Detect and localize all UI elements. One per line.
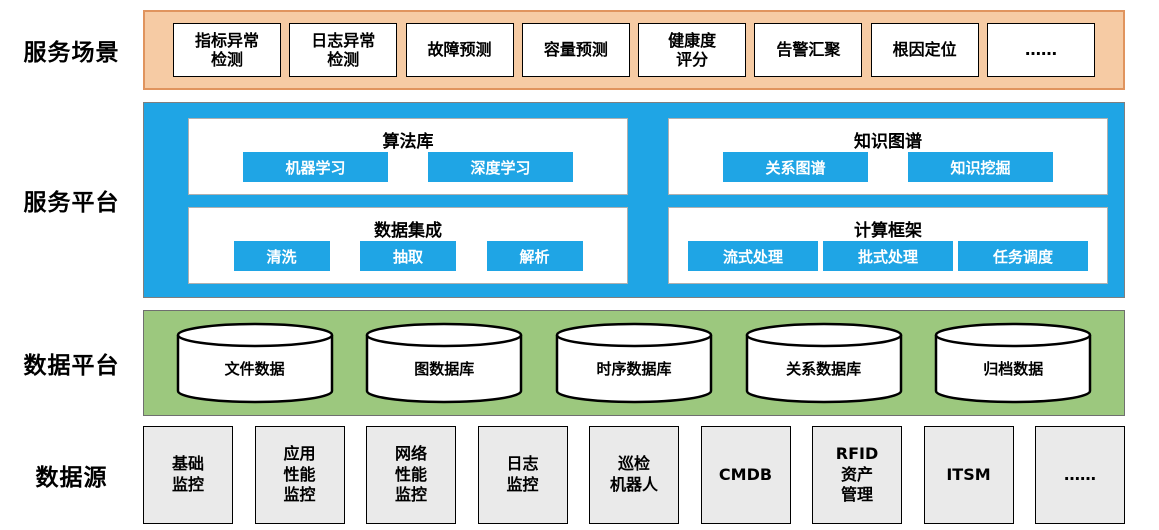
source-cmdb: CMDB [700,426,791,524]
panel-knowledge-graph: 知识图谱 关系图谱 知识挖掘 [668,118,1108,195]
platform-band: 算法库 机器学习 深度学习 知识图谱 关系图谱 知识挖掘 数据集成 清洗 抽取 [143,102,1125,298]
chip-task-scheduling: 任务调度 [958,241,1088,271]
scenario-alert-aggregation: 告警汇聚 [754,23,863,77]
database-relational-db: 关系数据库 [745,322,903,404]
chip-machine-learning: 机器学习 [243,152,388,182]
row-data-sources: 数据源 基础 监控 应用 性能 监控 网络 性能 监控 日志 监控 巡检 机器人… [0,426,1159,524]
panel-chips-data-integration: 清洗 抽取 解析 [203,241,613,271]
chip-deep-learning: 深度学习 [428,152,573,182]
panel-data-integration: 数据集成 清洗 抽取 解析 [188,207,628,284]
database-label: 图数据库 [414,360,475,378]
panel-chips-algorithm-library: 机器学习 深度学习 [203,152,613,182]
row-data-platform: 数据平台 文件数据 图数据库 [0,310,1159,416]
scenario-fault-prediction: 故障预测 [405,23,514,77]
row-label-scenarios: 服务场景 [23,40,120,66]
database-archive-data: 归档数据 [934,322,1092,404]
chip-relation-graph: 关系图谱 [723,152,868,182]
chip-extraction: 抽取 [360,241,456,271]
row-label-platform: 服务平台 [23,190,120,216]
source-rfid-asset-management: RFID 资产 管理 [812,426,902,524]
database-file-data: 文件数据 [176,322,334,404]
sources-strip: 基础 监控 应用 性能 监控 网络 性能 监控 日志 监控 巡检 机器人 CMD… [143,426,1125,524]
database-cylinder-icon [176,322,333,404]
data-platform-band: 文件数据 图数据库 时序数据库 [143,310,1125,416]
database-cylinder-icon [366,322,523,404]
database-label: 文件数据 [224,360,285,378]
scenario-log-anomaly-detection: 日志异常 检测 [289,23,398,77]
database-label: 归档数据 [983,360,1044,378]
panel-computing-framework: 计算框架 流式处理 批式处理 任务调度 [668,207,1108,284]
scenario-more-ellipsis: …… [986,23,1095,77]
source-more-ellipsis: …… [1035,426,1125,524]
row-label-data-platform: 数据平台 [23,353,120,379]
source-itsm: ITSM [923,426,1014,524]
database-graph-db: 图数据库 [365,322,523,404]
row-platform: 服务平台 算法库 机器学习 深度学习 知识图谱 关系图谱 知识挖掘 数据集成 [0,102,1159,298]
panel-chips-computing-framework: 流式处理 批式处理 任务调度 [683,241,1093,271]
chip-cleaning: 清洗 [233,241,330,271]
database-cylinder-icon [935,322,1092,404]
scenario-capacity-prediction: 容量预测 [521,23,630,77]
row-label-data-sources: 数据源 [35,465,108,491]
row-scenarios: 服务场景 指标异常 检测 日志异常 检测 故障预测 容量预测 健康度 评分 告警… [0,10,1159,90]
database-label: 关系数据库 [786,360,862,378]
source-inspection-robot: 巡检 机器人 [589,426,679,524]
database-timeseries-db: 时序数据库 [555,322,713,404]
panel-title-data-integration: 数据集成 [374,221,442,241]
scenarios-band: 指标异常 检测 日志异常 检测 故障预测 容量预测 健康度 评分 告警汇聚 根因… [143,10,1125,90]
scenario-health-score: 健康度 评分 [638,23,747,77]
panel-title-knowledge-graph: 知识图谱 [854,132,922,152]
source-network-performance-monitoring: 网络 性能 监控 [366,426,456,524]
panel-algorithm-library: 算法库 机器学习 深度学习 [188,118,628,195]
source-log-monitoring: 日志 监控 [477,426,568,524]
database-cylinder-icon [745,322,902,404]
database-cylinder-icon [555,322,713,404]
database-label: 时序数据库 [596,360,672,378]
chip-knowledge-mining: 知识挖掘 [908,152,1053,182]
chip-stream-processing: 流式处理 [688,241,818,271]
panel-title-algorithm-library: 算法库 [382,132,434,152]
panel-title-computing-framework: 计算框架 [854,221,922,241]
chip-parsing: 解析 [486,241,583,271]
scenario-metric-anomaly-detection: 指标异常 检测 [173,23,281,77]
panel-chips-knowledge-graph: 关系图谱 知识挖掘 [683,152,1093,182]
source-basic-monitoring: 基础 监控 [143,426,233,524]
source-app-performance-monitoring: 应用 性能 监控 [254,426,345,524]
scenario-root-cause-location: 根因定位 [870,23,979,77]
chip-batch-processing: 批式处理 [823,241,953,271]
